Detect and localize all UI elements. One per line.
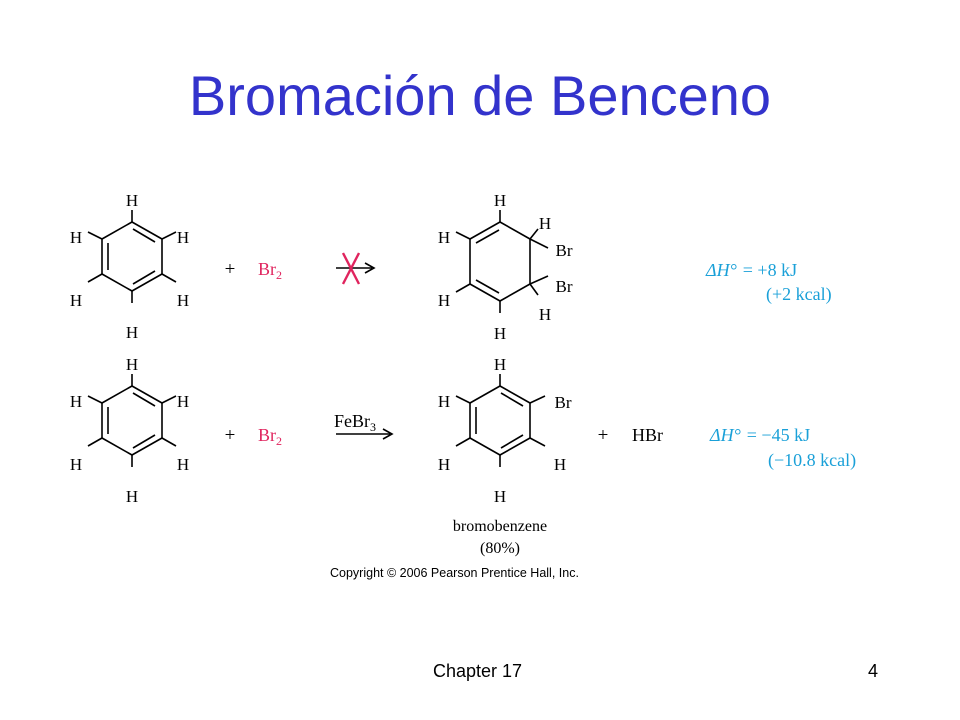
atom-br: Br bbox=[556, 277, 573, 296]
atom-h: H bbox=[177, 455, 189, 474]
atom-h: H bbox=[494, 324, 506, 343]
atom-h: H bbox=[494, 487, 506, 506]
atom-h: H bbox=[539, 305, 551, 324]
atom-h: H bbox=[70, 291, 82, 310]
atom-br: Br bbox=[555, 393, 572, 412]
atom-h: H bbox=[438, 228, 450, 247]
atom-h: H bbox=[494, 191, 506, 210]
dibromo-product-atoms: H H H H H H Br Br bbox=[438, 191, 573, 343]
byproduct-label: HBr bbox=[632, 425, 663, 445]
reaction-1-arrowhead bbox=[364, 262, 376, 274]
reaction-2-arrowhead bbox=[382, 428, 394, 440]
catalyst-label: FeBr3 bbox=[334, 411, 376, 434]
atom-h: H bbox=[554, 455, 566, 474]
atom-h: H bbox=[438, 455, 450, 474]
dibromo-product-ring bbox=[455, 210, 549, 313]
benzene-1-ring bbox=[87, 210, 177, 303]
svg-text:ΔH°= +8 kJ: ΔH°= +8 kJ bbox=[705, 260, 797, 280]
reaction-1-reagent: Br2 bbox=[258, 259, 282, 282]
atom-h: H bbox=[438, 392, 450, 411]
atom-h: H bbox=[126, 191, 138, 210]
atom-h: H bbox=[177, 291, 189, 310]
atom-h: H bbox=[70, 455, 82, 474]
footer-chapter: Chapter 17 bbox=[433, 661, 523, 681]
bromobenzene-ring bbox=[455, 374, 546, 467]
product-yield: (80%) bbox=[480, 540, 520, 557]
atom-h: H bbox=[126, 323, 138, 342]
atom-h: H bbox=[126, 355, 138, 374]
benzene-1-atoms: H H H H H H bbox=[70, 191, 189, 342]
reaction-2-enthalpy: ΔH°= −45 kJ (−10.8 kcal) bbox=[709, 425, 856, 471]
slide-title: Bromación de Benceno bbox=[188, 64, 772, 127]
svg-text:(−10.8 kcal): (−10.8 kcal) bbox=[768, 450, 856, 471]
benzene-2-atoms: H H H H H H bbox=[70, 355, 189, 506]
atom-h: H bbox=[177, 392, 189, 411]
bromobenzene-atoms: H Br H H H H bbox=[438, 355, 572, 506]
atom-h: H bbox=[494, 355, 506, 374]
reaction-2-plus-byproduct: + bbox=[598, 425, 609, 446]
product-name: bromobenzene bbox=[453, 518, 547, 535]
atom-h: H bbox=[539, 214, 551, 233]
page-number: 4 bbox=[868, 661, 879, 681]
reaction-2-plus: + bbox=[225, 425, 236, 446]
atom-h: H bbox=[126, 487, 138, 506]
atom-br: Br bbox=[556, 241, 573, 260]
atom-h: H bbox=[177, 228, 189, 247]
atom-h: H bbox=[70, 228, 82, 247]
svg-text:ΔH°= −45 kJ: ΔH°= −45 kJ bbox=[709, 425, 810, 445]
reaction-1-enthalpy: ΔH°= +8 kJ (+2 kcal) bbox=[705, 260, 832, 305]
atom-h: H bbox=[438, 291, 450, 310]
blocked-cross-icon bbox=[341, 252, 361, 285]
copyright-notice: Copyright © 2006 Pearson Prentice Hall, … bbox=[330, 566, 579, 580]
reaction-2-reagent: Br2 bbox=[258, 425, 282, 448]
benzene-2-ring bbox=[87, 374, 177, 467]
atom-h: H bbox=[70, 392, 82, 411]
reaction-1-plus: + bbox=[225, 259, 236, 280]
svg-text:(+2 kcal): (+2 kcal) bbox=[766, 284, 832, 305]
